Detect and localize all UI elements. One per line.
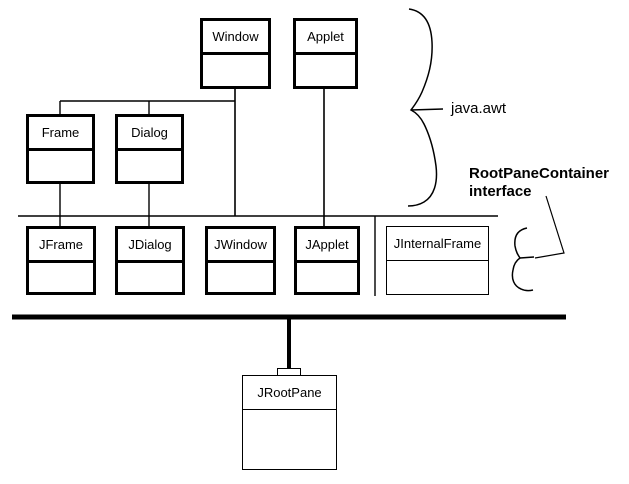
connector-tab-jrootpane	[277, 368, 301, 376]
brace-java-awt	[407, 8, 438, 207]
class-box-jdialog[interactable]: JDialog	[115, 226, 185, 295]
class-box-window-label: Window	[203, 21, 268, 55]
annotation-rootpanecontainer-line2: interface	[469, 183, 532, 200]
brace-rootpanecontainer	[511, 227, 534, 292]
leader-rootpanecontainer	[534, 195, 565, 259]
class-box-jwindow-label: JWindow	[208, 229, 273, 263]
class-box-jinternalframe-label: JInternalFrame	[387, 227, 488, 261]
class-box-jinternalframe[interactable]: JInternalFrame	[386, 226, 489, 295]
class-box-dialog[interactable]: Dialog	[115, 114, 184, 184]
class-box-frame[interactable]: Frame	[26, 114, 95, 184]
class-box-japplet[interactable]: JApplet	[294, 226, 360, 295]
class-box-jdialog-label: JDialog	[118, 229, 182, 263]
class-box-jwindow[interactable]: JWindow	[205, 226, 276, 295]
class-box-jrootpane[interactable]: JRootPane	[242, 375, 337, 470]
brace-rootpanecontainer-pointer	[519, 256, 535, 259]
class-box-jrootpane-label: JRootPane	[243, 376, 336, 410]
annotation-rootpanecontainer: RootPaneContainer interface	[469, 165, 609, 201]
class-box-applet-label: Applet	[296, 21, 355, 55]
annotation-rootpanecontainer-line1: RootPaneContainer	[469, 165, 610, 182]
annotation-java-awt: java.awt	[451, 100, 507, 117]
class-box-dialog-label: Dialog	[118, 117, 181, 151]
brace-java-awt-pointer	[410, 108, 444, 111]
class-box-frame-label: Frame	[29, 117, 92, 151]
class-box-jframe[interactable]: JFrame	[26, 226, 96, 295]
class-box-applet[interactable]: Applet	[293, 18, 358, 89]
class-box-japplet-label: JApplet	[297, 229, 357, 263]
class-box-jframe-label: JFrame	[29, 229, 93, 263]
class-box-window[interactable]: Window	[200, 18, 271, 89]
